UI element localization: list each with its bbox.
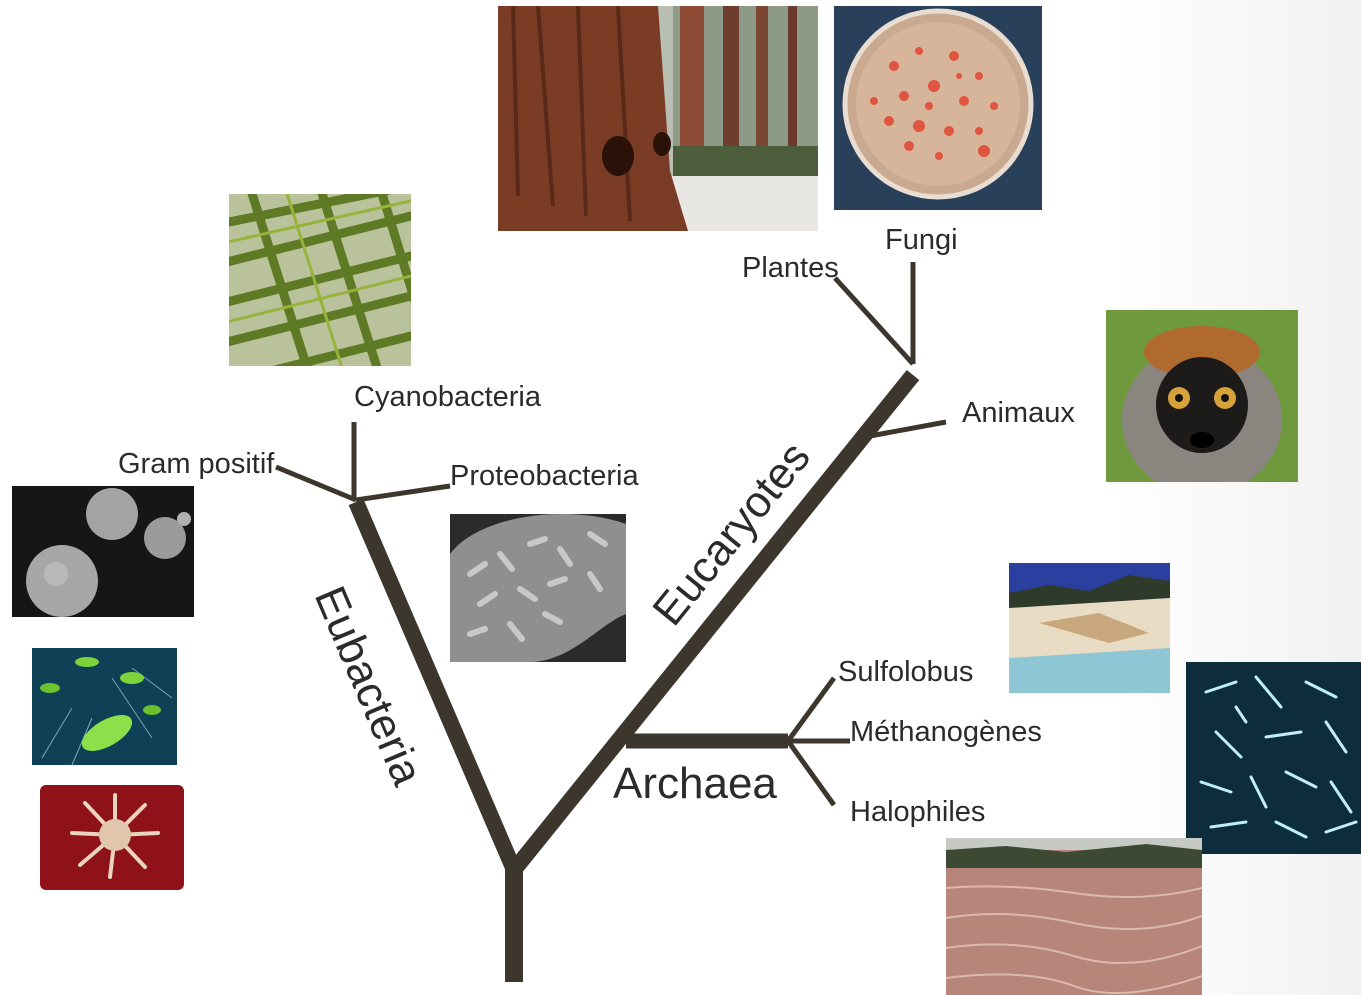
gram-positif-branch (276, 467, 356, 500)
label-methanogenes: Méthanogènes (850, 718, 1042, 747)
proteobacteria-micrograph-photo (450, 514, 626, 662)
label-gram-positif: Gram positif (118, 450, 274, 479)
label-fungi: Fungi (885, 226, 958, 255)
salt-lake-halophiles-photo (946, 838, 1202, 995)
halophiles-branch (788, 741, 834, 805)
green-bacteria-illustration (32, 648, 177, 765)
hot-spring-landscape-photo (1009, 563, 1170, 693)
gram-positive-cocci-photo (12, 486, 194, 617)
sulfolobus-branch (788, 678, 834, 741)
label-plantes: Plantes (742, 254, 839, 283)
cyanobacteria-filaments-photo (229, 194, 411, 366)
label-proteobacteria: Proteobacteria (450, 462, 639, 491)
proteobacteria-branch (356, 486, 450, 500)
sequoia-tree-photo (498, 6, 818, 231)
lemur-photo (1106, 310, 1298, 482)
petri-dish-fungi-photo (834, 6, 1042, 210)
methanogen-rods-micrograph (1186, 662, 1361, 854)
red-microbe-illustration (40, 785, 184, 890)
label-cyanobacteria: Cyanobacteria (354, 383, 541, 412)
plantes-branch (835, 278, 913, 364)
label-animaux: Animaux (962, 399, 1075, 428)
label-archaea-domain: Archaea (613, 762, 777, 806)
label-sulfolobus: Sulfolobus (838, 658, 973, 687)
label-halophiles: Halophiles (850, 798, 985, 827)
